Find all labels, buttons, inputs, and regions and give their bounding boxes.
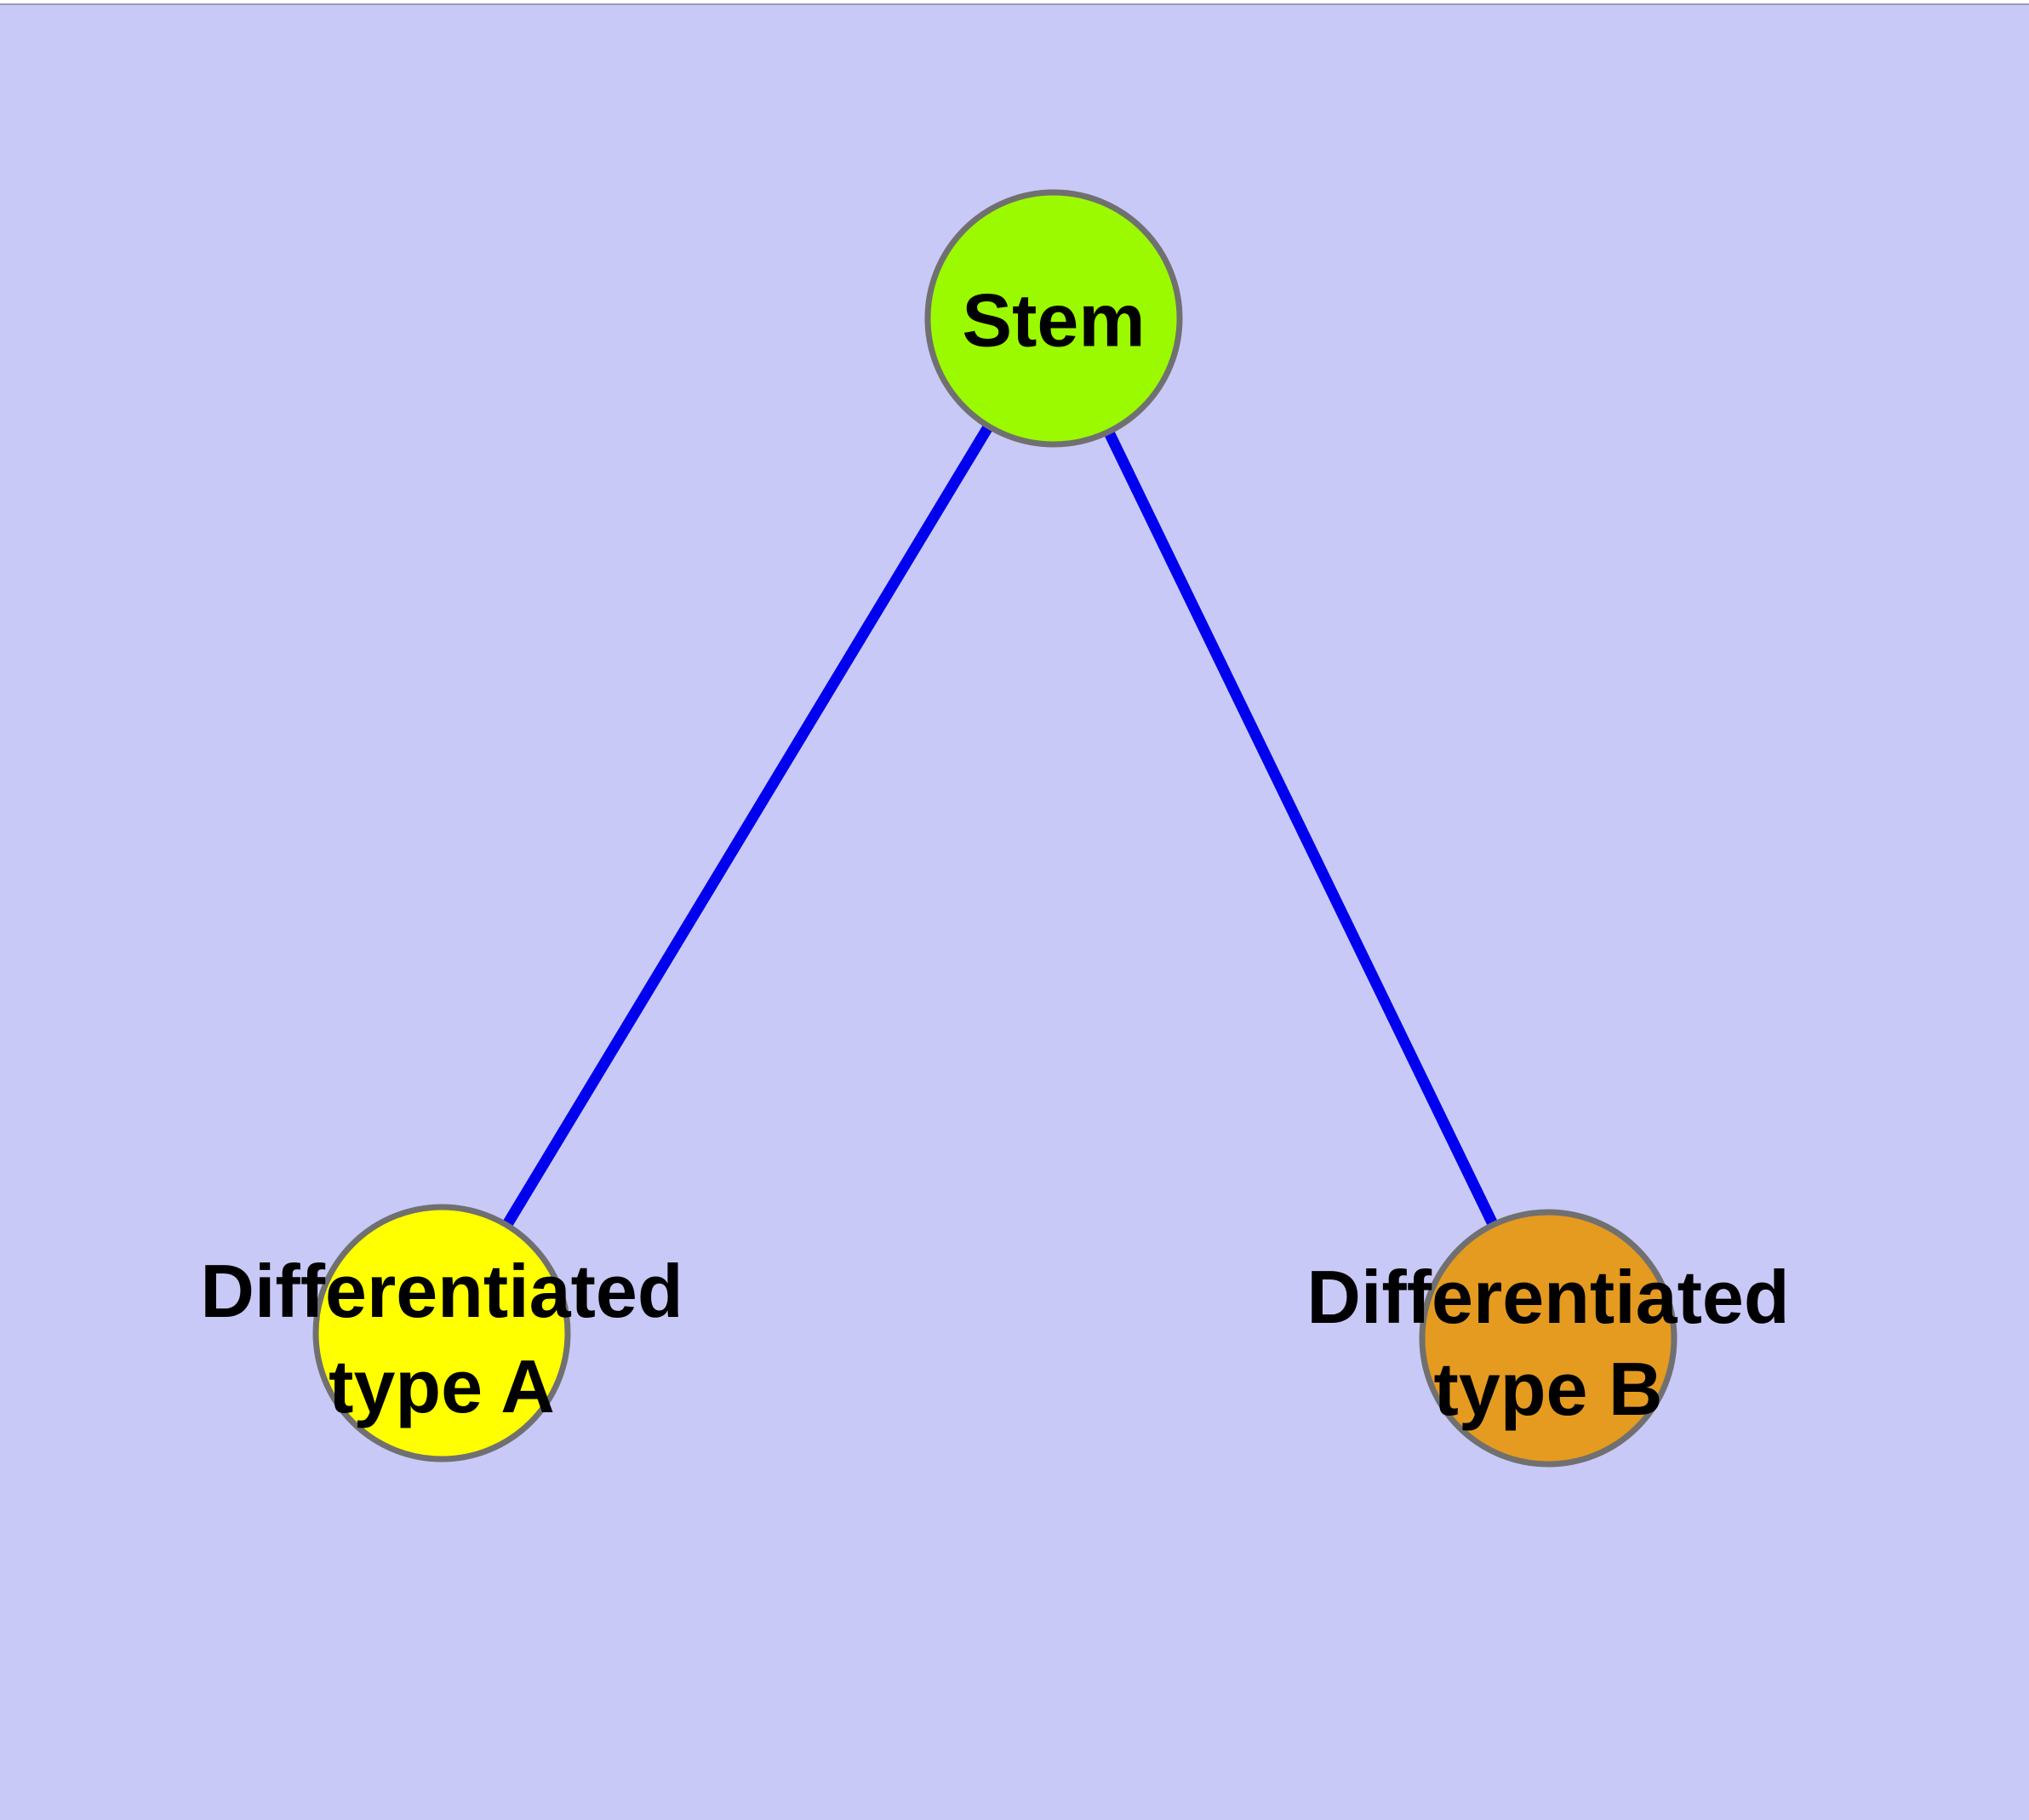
node-typeA-label-line2: type A: [329, 1344, 555, 1428]
node-typeA-label-line1: Differentiated: [200, 1249, 683, 1333]
node-typeB-label-line1: Differentiated: [1306, 1255, 1789, 1339]
edge-stem-typeA: [437, 315, 1059, 1336]
node-typeB-label-line2: type B: [1434, 1347, 1663, 1431]
window-top-strip: [0, 0, 2029, 3]
node-stem-label: Stem: [962, 278, 1145, 363]
node-typeA: [312, 1204, 571, 1462]
edge-stem-typeB: [1049, 316, 1553, 1341]
window-top-hairline: [0, 3, 2029, 5]
node-typeB: [1419, 1209, 1677, 1468]
node-stem: [924, 189, 1183, 448]
